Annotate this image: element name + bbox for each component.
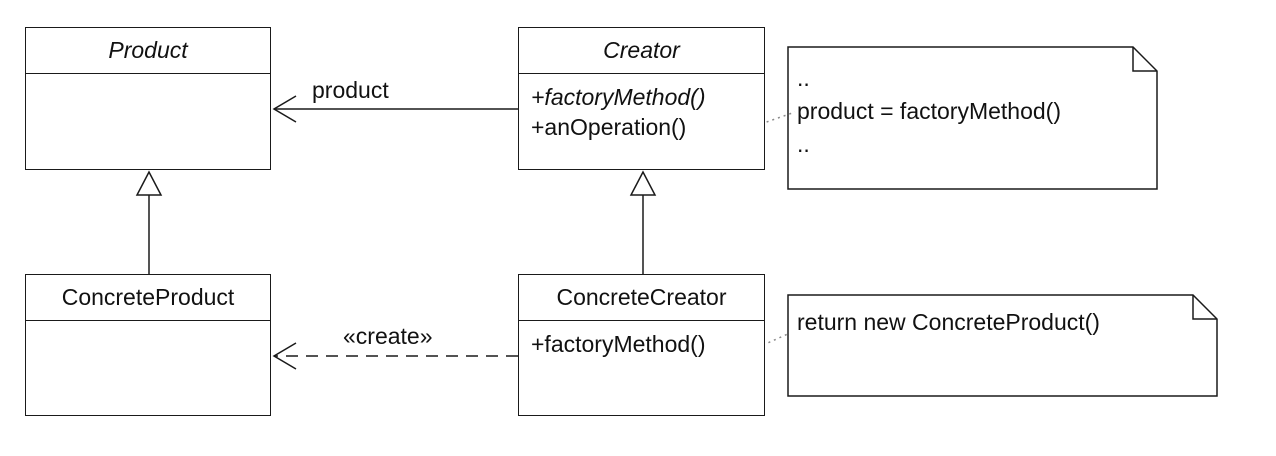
note-return-text: return new ConcreteProduct() <box>797 306 1100 339</box>
class-name-concrete-creator: ConcreteCreator <box>519 275 764 321</box>
class-concrete-creator[interactable]: ConcreteCreator +factoryMethod() <box>518 274 765 416</box>
note-line: .. <box>797 65 810 91</box>
note-line: .. <box>797 131 810 157</box>
class-name-creator: Creator <box>519 28 764 74</box>
note-factory-text: .. product = factoryMethod() .. <box>797 62 1061 161</box>
association-creator-to-product <box>272 95 518 123</box>
create-dependency-arrow <box>272 342 518 370</box>
note-return-new <box>787 294 1218 397</box>
create-stereotype-label: «create» <box>343 323 433 349</box>
class-operations-concrete-creator: +factoryMethod() <box>519 321 764 359</box>
class-operations-creator: +factoryMethod() +anOperation() <box>519 74 764 142</box>
operation-factory-method: +factoryMethod() <box>531 84 706 110</box>
inheritance-concreteproduct-to-product <box>135 170 163 274</box>
class-name-product: Product <box>26 28 270 74</box>
class-name-concrete-product: ConcreteProduct <box>26 275 270 321</box>
class-operations-concrete-product <box>26 321 270 329</box>
class-creator[interactable]: Creator +factoryMethod() +anOperation() <box>518 27 765 170</box>
note-factory-method <box>787 46 1158 190</box>
inheritance-concretecreator-to-creator <box>629 170 657 274</box>
class-operations-product <box>26 74 270 82</box>
class-concrete-product[interactable]: ConcreteProduct <box>25 274 271 416</box>
note-line: return new ConcreteProduct() <box>797 309 1100 335</box>
association-label: product <box>312 77 389 103</box>
class-product[interactable]: Product <box>25 27 271 170</box>
operation-an-operation: +anOperation() <box>531 114 687 140</box>
operation-factory-method-impl: +factoryMethod() <box>531 331 706 357</box>
note-line: product = factoryMethod() <box>797 98 1061 124</box>
